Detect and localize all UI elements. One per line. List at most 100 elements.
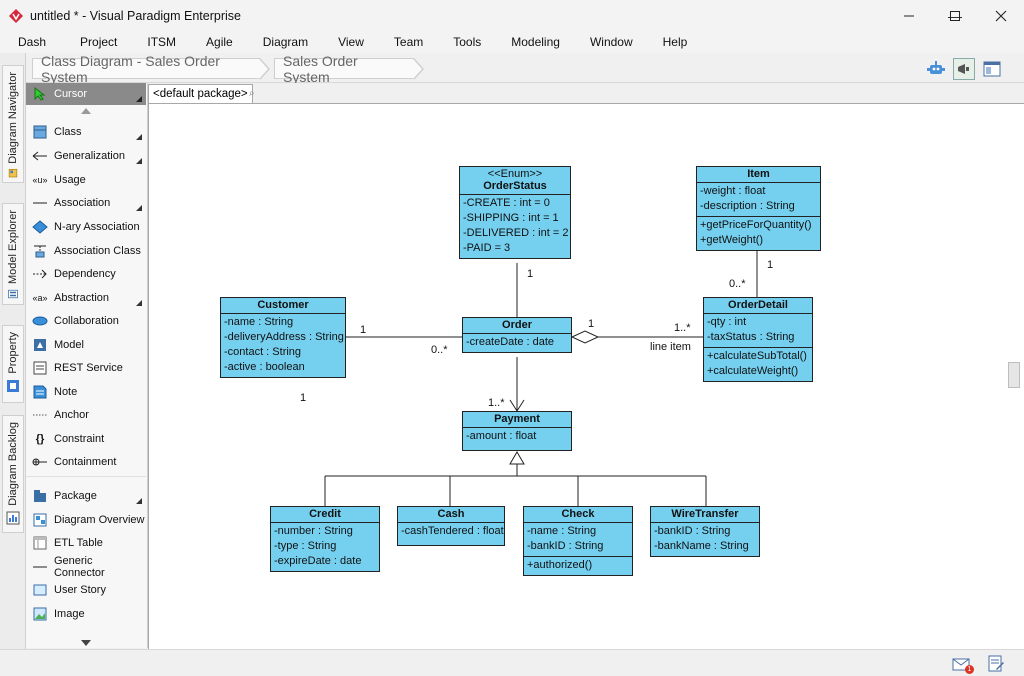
palette-abstraction[interactable]: «a» Abstraction	[26, 287, 146, 309]
role-label: line item	[650, 341, 691, 353]
class-customer[interactable]: Customer -name : String -deliveryAddress…	[220, 297, 346, 378]
more-options-icon[interactable]	[136, 96, 142, 102]
tab-default-package[interactable]: <default package>	[148, 84, 253, 103]
palette-rest-service[interactable]: REST Service	[26, 357, 146, 379]
class-attribute: -active : boolean	[224, 361, 305, 373]
class-orderdetail[interactable]: OrderDetail -qty : int -taxStatus : Stri…	[703, 297, 813, 382]
class-wiretransfer[interactable]: WireTransfer -bankID : String -bankName …	[650, 506, 760, 557]
class-orderstatus[interactable]: <<Enum>>OrderStatus -CREATE : int = 0 -S…	[459, 166, 571, 259]
edit-notes-button[interactable]	[987, 655, 1005, 673]
palette-anchor[interactable]: Anchor	[26, 404, 146, 426]
class-payment[interactable]: Payment -amount : float	[462, 411, 572, 451]
diagram-backlog-icon	[6, 511, 20, 525]
more-options-icon[interactable]	[136, 498, 142, 504]
notifications-button[interactable]: 1	[952, 657, 974, 674]
class-attribute: -type : String	[274, 540, 337, 552]
menu-agile[interactable]: Agile	[206, 35, 233, 49]
user-story-icon	[31, 582, 49, 598]
collaboration-icon	[31, 313, 49, 329]
more-options-icon[interactable]	[136, 205, 142, 211]
class-credit[interactable]: Credit -number : String -type : String -…	[270, 506, 380, 572]
palette-etl-table[interactable]: ETL Table	[26, 532, 146, 554]
palette-note[interactable]: Note	[26, 381, 146, 403]
multiplicity-label: 1	[300, 392, 307, 404]
palette-nary-association[interactable]: N-ary Association	[26, 216, 146, 238]
menu-tools[interactable]: Tools	[453, 35, 482, 49]
model-explorer-icon	[8, 289, 18, 299]
tab-property[interactable]: Property	[2, 325, 24, 403]
close-button[interactable]	[978, 0, 1024, 31]
menu-diagram[interactable]: Diagram	[262, 35, 309, 49]
class-attribute: -amount : float	[466, 430, 537, 442]
menu-help[interactable]: Help	[662, 35, 688, 49]
palette-image[interactable]: Image	[26, 603, 146, 625]
palette-user-story[interactable]: User Story	[26, 579, 146, 601]
palette-generic-connector[interactable]: Generic Connector	[26, 555, 146, 579]
palette-containment[interactable]: Containment	[26, 451, 146, 473]
tab-label: Diagram Backlog	[7, 422, 19, 506]
class-attribute: -PAID = 3	[463, 242, 511, 254]
tab-diagram-backlog[interactable]: Diagram Backlog	[2, 415, 24, 533]
class-item[interactable]: Item -weight : float -description : Stri…	[696, 166, 821, 251]
palette-association-class[interactable]: Association Class	[26, 240, 146, 262]
more-options-icon[interactable]	[136, 134, 142, 140]
layout-panel-icon[interactable]	[981, 58, 1003, 80]
breadcrumb-diagram[interactable]: Class Diagram - Sales Order System	[32, 53, 260, 85]
palette-collaboration[interactable]: Collaboration	[26, 310, 146, 332]
class-order[interactable]: Order -createDate : date	[462, 317, 572, 353]
more-options-icon[interactable]	[136, 300, 142, 306]
class-operation: +getPriceForQuantity()	[700, 219, 812, 231]
minimize-button-2[interactable]	[886, 0, 932, 31]
palette-model[interactable]: Model	[26, 334, 146, 356]
menu-modeling[interactable]: Modeling	[511, 35, 560, 49]
class-name: Item	[747, 168, 770, 180]
palette-divider	[26, 476, 146, 477]
menu-team[interactable]: Team	[393, 35, 424, 49]
scroll-up-icon[interactable]	[81, 108, 91, 114]
palette-package[interactable]: Package	[26, 485, 146, 507]
palette-cursor[interactable]: Cursor	[26, 83, 146, 105]
cursor-icon	[31, 86, 49, 102]
palette-label: N-ary Association	[54, 221, 140, 233]
vertical-scrollbar-handle[interactable]	[1008, 362, 1020, 388]
tab-label: Model Explorer	[7, 210, 19, 284]
menu-view[interactable]: View	[338, 35, 364, 49]
menu-dash[interactable]: Dash	[18, 35, 47, 49]
palette-label: Cursor	[54, 88, 88, 100]
minimize-icon	[904, 15, 914, 16]
breadcrumb-model[interactable]: Sales Order System	[274, 53, 414, 85]
class-attribute: -bankName : String	[654, 540, 749, 552]
side-tab-strip: Diagram Navigator Model Explorer Propert…	[0, 53, 26, 676]
class-cash[interactable]: Cash -cashTendered : float	[397, 506, 505, 546]
palette-constraint[interactable]: {} Constraint	[26, 428, 146, 450]
multiplicity-label: 1	[767, 259, 774, 271]
robot-assistant-icon[interactable]	[925, 58, 947, 80]
palette-generalization[interactable]: Generalization	[26, 145, 146, 167]
announcement-icon[interactable]	[953, 58, 975, 80]
palette-label: Diagram Overview	[54, 514, 145, 526]
palette-label: Class	[54, 126, 82, 138]
menu-project[interactable]: Project	[80, 35, 118, 49]
more-options-icon[interactable]	[136, 158, 142, 164]
multiplicity-label: 1	[527, 268, 534, 280]
tab-diagram-navigator[interactable]: Diagram Navigator	[2, 65, 24, 183]
anchor-icon	[31, 407, 49, 423]
menu-itsm[interactable]: ITSM	[147, 35, 177, 49]
tab-model-explorer[interactable]: Model Explorer	[2, 203, 24, 305]
scroll-down-icon[interactable]	[81, 640, 91, 646]
palette-dependency[interactable]: Dependency	[26, 263, 146, 285]
search-icon[interactable]: ⌕	[249, 88, 255, 99]
palette-label: Abstraction	[54, 292, 110, 304]
class-check[interactable]: Check -name : String -bankID : String +a…	[523, 506, 633, 576]
multiplicity-label: 0..*	[729, 278, 746, 290]
palette-label: Model	[54, 339, 84, 351]
palette-label: Generic Connector	[53, 555, 105, 579]
mail-icon	[952, 658, 970, 671]
palette-usage[interactable]: «u» Usage	[26, 169, 146, 191]
class-operation: +calculateWeight()	[707, 365, 799, 377]
maximize-button[interactable]	[932, 0, 978, 31]
menu-window[interactable]: Window	[589, 35, 633, 49]
palette-class[interactable]: Class	[26, 121, 146, 143]
palette-diagram-overview[interactable]: Diagram Overview	[26, 509, 146, 531]
palette-association[interactable]: Association	[26, 192, 146, 214]
